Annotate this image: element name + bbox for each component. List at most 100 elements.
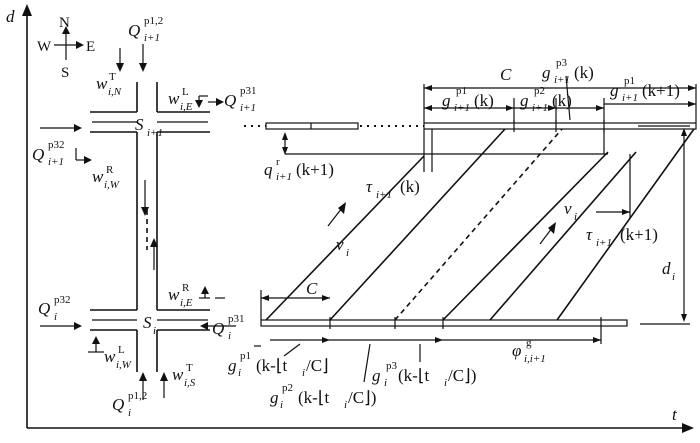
- svg-text:S: S: [143, 313, 152, 332]
- label-g-p2-bottom: g p2 i (k-⌊t i /C⌋): [270, 382, 376, 411]
- svg-text:r: r: [276, 156, 280, 168]
- svg-text:L: L: [118, 344, 125, 356]
- svg-text:T: T: [186, 362, 193, 374]
- svg-text:Q: Q: [38, 299, 50, 318]
- svg-text:p1: p1: [624, 75, 635, 87]
- svg-text:i+1: i+1: [532, 102, 548, 114]
- lower-signal-bar: [260, 319, 628, 327]
- svg-text:p1: p1: [240, 350, 251, 362]
- intersection-upper-label: S i+1: [135, 115, 163, 139]
- svg-text:L: L: [182, 86, 189, 98]
- compass-south: S: [61, 65, 69, 81]
- svg-text:p3: p3: [386, 360, 398, 372]
- svg-text:i+1: i+1: [276, 171, 292, 183]
- svg-text:i: i: [574, 211, 577, 223]
- label-q-p31-lower: Q p31 i: [212, 313, 245, 342]
- compass-north: N: [59, 15, 70, 31]
- svg-text:T: T: [109, 71, 116, 83]
- compass-west: W: [37, 39, 52, 55]
- label-v-right: v i: [564, 199, 577, 223]
- svg-text:Q: Q: [128, 21, 140, 40]
- svg-text:w: w: [168, 89, 180, 108]
- svg-text:p31: p31: [228, 313, 245, 325]
- svg-text:i: i: [346, 247, 349, 259]
- svg-text:g: g: [520, 91, 529, 110]
- svg-text:g: g: [270, 388, 279, 407]
- label-w-LE: w L i,E: [168, 86, 193, 113]
- svg-text:i,W: i,W: [104, 179, 120, 191]
- svg-text:i,i+1: i,i+1: [524, 353, 546, 365]
- svg-text:i+1: i+1: [144, 32, 160, 44]
- label-g-p2-top: g p2 i+1 (k): [520, 85, 572, 114]
- svg-text:i: i: [280, 399, 283, 411]
- svg-text:i: i: [444, 377, 447, 389]
- svg-text:i+1: i+1: [240, 102, 256, 114]
- svg-text:p32: p32: [54, 294, 71, 306]
- svg-text:v: v: [564, 199, 572, 218]
- svg-text:p1,2: p1,2: [128, 390, 147, 402]
- svg-text:i: i: [128, 407, 131, 419]
- label-g-p3-top: g p3 i+1 (k): [542, 57, 594, 86]
- svg-text:i,E: i,E: [180, 297, 193, 309]
- svg-text:/C⌋): /C⌋): [348, 388, 376, 407]
- svg-text:(k-⌊t: (k-⌊t: [398, 366, 429, 385]
- svg-text:g: g: [372, 366, 381, 385]
- svg-text:g: g: [542, 63, 551, 82]
- label-g-p1-bottom: g p1 i (k-⌊t i /C⌋: [228, 350, 329, 379]
- t-axis-arrow: [682, 423, 694, 433]
- compass-icon: N W E S: [37, 15, 95, 81]
- d-axis-arrow: [22, 4, 32, 16]
- svg-text:i+1: i+1: [554, 74, 570, 86]
- svg-text:/C⌋): /C⌋): [448, 366, 476, 385]
- svg-text:w: w: [92, 167, 104, 186]
- svg-text:(k): (k): [400, 177, 420, 196]
- svg-text:(k): (k): [474, 91, 494, 110]
- svg-text:Q: Q: [32, 145, 44, 164]
- svg-text:i+1: i+1: [596, 237, 612, 249]
- label-q-p12-lower: Q p1,2 i: [112, 390, 147, 419]
- svg-text:Q: Q: [112, 395, 124, 414]
- svg-text:(k-⌊t: (k-⌊t: [256, 356, 287, 375]
- svg-text:q: q: [264, 160, 273, 179]
- svg-text:Q: Q: [212, 319, 224, 338]
- svg-text:p2: p2: [534, 85, 545, 97]
- svg-text:φ: φ: [512, 341, 521, 360]
- svg-text:p31: p31: [240, 85, 257, 97]
- label-q-p31-upper: Q p31 i+1: [224, 85, 257, 114]
- svg-text:p3: p3: [556, 57, 568, 69]
- svg-text:p2: p2: [282, 382, 293, 394]
- label-g-p1-top: g p1 i+1 (k): [442, 85, 494, 114]
- label-v-left: v i: [336, 235, 349, 259]
- svg-text:i: i: [54, 311, 57, 323]
- road-network: [90, 82, 210, 372]
- upper-red-bar-left: [265, 122, 359, 130]
- svg-text:R: R: [106, 164, 114, 176]
- svg-text:i+1: i+1: [454, 102, 470, 114]
- svg-text:R: R: [182, 282, 190, 294]
- svg-text:i,E: i,E: [180, 101, 193, 113]
- label-q-r: q r i+1 (k+1): [264, 156, 334, 183]
- svg-text:i: i: [238, 367, 241, 379]
- d-axis-label: d: [6, 7, 15, 26]
- compass-east: E: [86, 39, 95, 55]
- svg-text:w: w: [96, 74, 108, 93]
- label-q-p32-lower: Q p32 i: [38, 294, 71, 323]
- label-w-TS: w T i,S: [172, 362, 196, 389]
- label-q-p32-upper: Q p32 i+1: [32, 139, 65, 168]
- svg-text:v: v: [336, 235, 344, 254]
- label-phi: φ g i,i+1: [512, 337, 546, 365]
- svg-text:g: g: [610, 81, 619, 100]
- label-w-RE: w R i,E: [168, 282, 193, 309]
- svg-text:i: i: [302, 367, 305, 379]
- label-g-p1-next: g p1 i+1 (k+1): [610, 75, 680, 104]
- label-w-LW: w L i,W: [104, 344, 132, 371]
- svg-text:i,W: i,W: [116, 359, 132, 371]
- svg-text:τ: τ: [366, 177, 373, 196]
- label-cycle-top: C: [500, 65, 512, 84]
- label-w-TN: w T i,N: [96, 71, 122, 98]
- svg-text:i+1: i+1: [622, 92, 638, 104]
- label-d-i: d i: [662, 259, 675, 283]
- svg-text:(k+1): (k+1): [620, 225, 658, 244]
